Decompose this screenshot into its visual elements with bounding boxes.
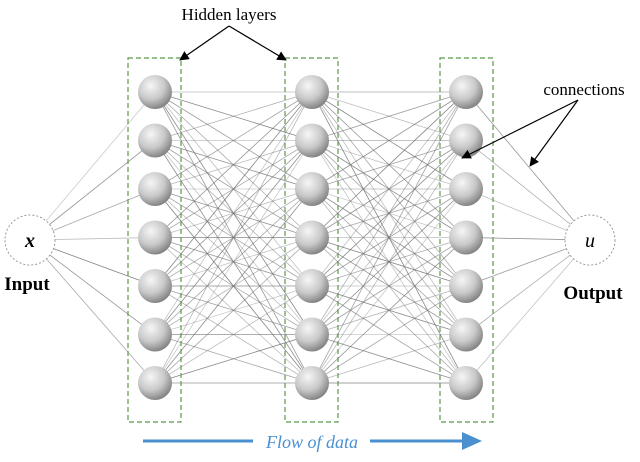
neuron-l3-1 (449, 75, 483, 109)
connections-label: connections (543, 80, 624, 99)
neuron-l1-7 (138, 366, 172, 400)
hidden-layer-2-box (284, 57, 339, 423)
connections-pointer-left (461, 99, 579, 159)
neuron-l2-4 (295, 220, 329, 255)
neuron-l1-1 (138, 75, 172, 109)
connection-line (154, 91, 313, 141)
neuron-l1-2 (138, 123, 172, 158)
connections-pointer-right (529, 99, 579, 167)
neuron-l2-7 (295, 366, 329, 400)
output-symbol: u (585, 230, 595, 252)
neuron-l1-4 (138, 220, 172, 255)
output-node: u (564, 214, 616, 266)
neuron-l3-7 (449, 366, 483, 400)
neuron-l1-3 (138, 172, 172, 206)
hidden-neurons (138, 75, 483, 400)
neuron-l3-3 (449, 172, 483, 206)
neuron-l3-4 (449, 220, 483, 255)
hidden-layers-pointer-left (179, 25, 230, 61)
flow-of-data-label: Flow of data (265, 432, 358, 452)
flow-of-data-arrow: Flow of data (143, 432, 482, 452)
connection-line (465, 239, 591, 384)
neuron-l2-6 (295, 317, 329, 352)
neuron-l3-6 (449, 317, 483, 352)
neuron-l1-5 (138, 269, 172, 303)
hidden-layer-3-box (439, 57, 494, 423)
neuron-l2-5 (295, 269, 329, 303)
connection-line (29, 91, 156, 241)
neuron-l3-2 (449, 123, 483, 158)
connection-line (29, 140, 156, 241)
neuron-l1-6 (138, 317, 172, 352)
hidden-layers-pointer-right (228, 25, 287, 61)
neuron-l2-1 (295, 75, 329, 109)
input-symbol: x (24, 230, 35, 252)
neuron-l2-3 (295, 172, 329, 206)
output-label: Output (563, 283, 623, 304)
connection-line (465, 91, 591, 241)
connection-line (29, 239, 156, 384)
neuron-l2-2 (295, 123, 329, 158)
connection-line (311, 91, 467, 141)
connection-line (465, 239, 591, 335)
connection-line (154, 91, 313, 190)
input-label: Input (4, 274, 50, 295)
connection-line (29, 239, 156, 335)
connection-line (465, 140, 591, 241)
neuron-l3-5 (449, 269, 483, 303)
hidden-layers-label: Hidden layers (182, 5, 277, 24)
input-node: x (4, 214, 56, 266)
hidden-layer-1-box (127, 57, 182, 423)
connection-line (311, 91, 467, 190)
